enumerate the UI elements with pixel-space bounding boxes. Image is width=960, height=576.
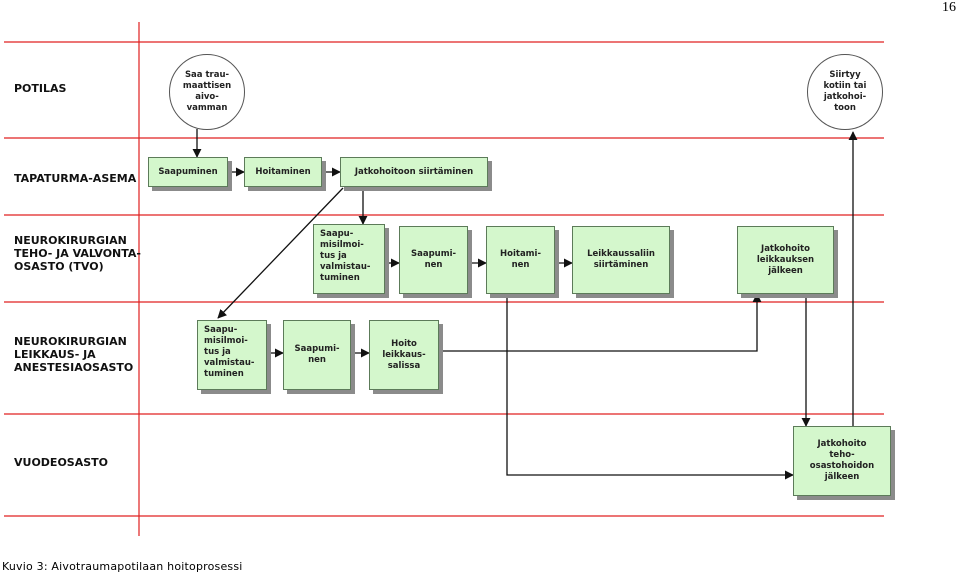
lane-label-leikkausosasto: NEUROKIRURGIAN LEIKKAUS- JA ANESTESIAOSA… bbox=[14, 335, 134, 374]
box-lk-saapuminen: Saapumi- nen bbox=[283, 320, 351, 390]
box-tvo-saapumisilmoitus: Saapu- misilmoi- tus ja valmistau- tumin… bbox=[313, 224, 385, 294]
box-tvo-hoitaminen: Hoitami- nen bbox=[486, 226, 555, 294]
box-ta-hoitaminen: Hoitaminen bbox=[244, 157, 322, 187]
arrow-siirtaminen-to-leikkaus bbox=[217, 187, 344, 319]
figure-caption: Kuvio 3: Aivotraumapotilaan hoitoprosess… bbox=[2, 560, 243, 573]
box-ta-jatkohoitoon-siirtaminen: Jatkohoitoon siirtäminen bbox=[340, 157, 488, 187]
connectors bbox=[192, 129, 858, 480]
arrow-hoito-to-tvo-jatkohoito bbox=[439, 293, 762, 352]
box-tvo-leikkaussaliin-siirtaminen: Leikkaussaliin siirtäminen bbox=[572, 226, 670, 294]
end-event-circle: Siirtyy kotiin tai jatkohoi- toon bbox=[807, 54, 883, 130]
arrow-tvo-hoit-to-vuodeosasto bbox=[506, 294, 794, 480]
lane-label-vuodeosasto: VUODEOSASTO bbox=[14, 456, 109, 469]
lane-label-potilas: POTILAS bbox=[14, 82, 67, 95]
lane-label-tapaturma-asema: TAPATURMA-ASEMA bbox=[14, 172, 137, 185]
lane-label-tvo: NEUROKIRURGIAN TEHO- JA VALVONTA- OSASTO… bbox=[14, 234, 141, 273]
box-tvo-jatkohoito: Jatkohoito leikkauksen jälkeen bbox=[737, 226, 834, 294]
box-lk-saapumisilmoitus: Saapu- misilmoi- tus ja valmistau- tumin… bbox=[197, 320, 267, 390]
box-tvo-saapuminen: Saapumi- nen bbox=[399, 226, 468, 294]
box-vo-jatkohoito: Jatkohoito teho- osastohoidon jälkeen bbox=[793, 426, 891, 496]
box-lk-hoito-leikkaussalissa: Hoito leikkaus- salissa bbox=[369, 320, 439, 390]
box-ta-saapuminen: Saapuminen bbox=[148, 157, 228, 187]
swimlane-lines bbox=[4, 22, 884, 536]
page-number: 16 bbox=[942, 0, 956, 15]
start-event-circle: Saa trau- maattisen aivo- vamman bbox=[169, 54, 245, 130]
